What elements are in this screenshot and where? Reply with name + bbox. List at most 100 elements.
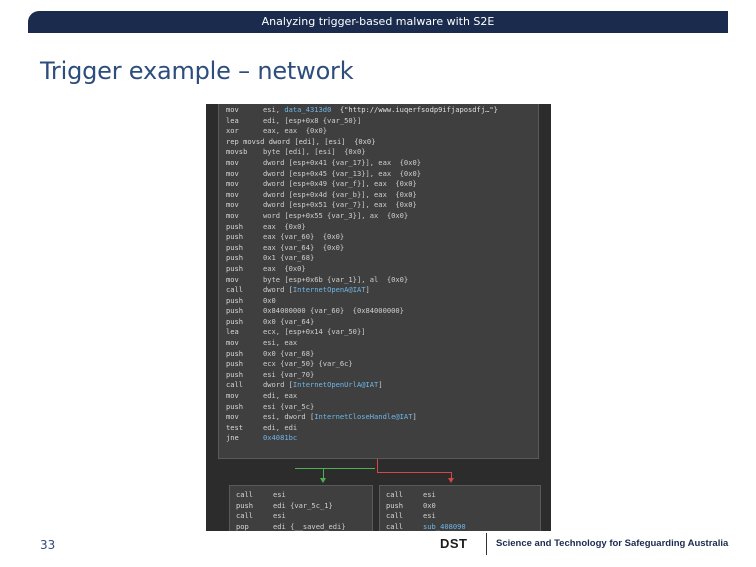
operand: dword [esp+0x51 {var_7}], eax {0x0} <box>263 200 417 210</box>
operand: 0x0 {var_64} <box>263 316 315 326</box>
operand: eax {0x0} <box>263 263 306 273</box>
mnemonic: jne <box>226 433 239 443</box>
operand: edi {__saved_edi} <box>273 521 346 531</box>
mnemonic: rep movsd dword [edi], [esi] {0x0} <box>226 136 376 146</box>
footer-organisation: Science and Technology for Safeguarding … <box>496 538 729 549</box>
operand: esi, <box>263 105 285 114</box>
false-edge <box>377 459 378 473</box>
operand: 0x0 <box>423 500 436 510</box>
mnemonic: push <box>236 500 254 510</box>
operand: ] <box>412 412 417 422</box>
code-line: lea ecx, [esp+0x14 {var_50}] <box>226 327 538 338</box>
page-number: 33 <box>40 538 56 552</box>
operand: dword [esp+0x49 {var_f}], eax {0x0} <box>263 179 417 189</box>
slide-title: Trigger example – network <box>40 57 354 85</box>
operand: edi, eax <box>263 391 298 401</box>
code-line: call esi <box>386 511 540 522</box>
mnemonic: push <box>226 221 244 231</box>
operand: esi <box>423 511 436 521</box>
operand: ] <box>378 380 383 390</box>
operand: sub_408090 <box>423 521 466 531</box>
operand: ecx {var_50} {var_6c} <box>263 359 353 369</box>
code-line: call sub_408090 <box>386 522 540 531</box>
operand: esi <box>273 490 286 499</box>
code-line: call esi <box>236 511 372 522</box>
mnemonic: call <box>236 511 254 521</box>
operand: 0x0 <box>263 295 276 305</box>
code-line: pop edi {__saved_edi} <box>236 522 372 531</box>
false-edge-down <box>451 472 452 481</box>
mnemonic: call <box>386 511 404 521</box>
mnemonic: mov <box>226 179 239 189</box>
operand: edi, [esp+0x8 {var_50}] <box>263 115 362 125</box>
mnemonic: lea <box>226 327 239 337</box>
operand: ] <box>365 285 370 295</box>
code-line: mov dword [esp+0x49 {var_f}], eax {0x0} <box>226 179 538 190</box>
operand: eax {var_60} {0x0} <box>263 232 345 242</box>
mnemonic: push <box>226 242 244 252</box>
dst-logo: DST <box>440 536 468 551</box>
operand: ecx, [esp+0x14 {var_50}] <box>263 327 366 337</box>
mnemonic: xor <box>226 126 239 136</box>
mnemonic: push <box>226 306 244 316</box>
operand: 0x0 {var_68} <box>263 348 315 358</box>
false-edge-horizontal <box>377 472 452 473</box>
false-edge-arrow <box>448 478 454 483</box>
code-line: push eax {var_64} {0x0} <box>226 243 538 254</box>
operand: data_4313d0 <box>284 105 332 114</box>
code-line: push eax {var_60} {0x0} <box>226 232 538 243</box>
code-line: push 0x0 <box>226 296 538 307</box>
operand: dword [ <box>263 285 293 295</box>
true-edge-down <box>323 468 324 481</box>
operand: esi, dword [ <box>263 412 315 422</box>
operand: esi {var_70} <box>263 369 315 379</box>
operand: eax {var_64} {0x0} <box>263 242 345 252</box>
mnemonic: push <box>226 263 244 273</box>
operand: dword [ <box>263 380 293 390</box>
mnemonic: push <box>226 232 244 242</box>
code-line: mov dword [esp+0x45 {var_13}], eax {0x0} <box>226 169 538 180</box>
mnemonic: mov <box>226 274 239 284</box>
mnemonic: mov <box>226 105 239 114</box>
operand: esi <box>423 490 436 499</box>
operand: dword [esp+0x45 {var_13}], eax {0x0} <box>263 168 422 178</box>
mnemonic: mov <box>226 168 239 178</box>
operand: dword [esp+0x41 {var_17}], eax {0x0} <box>263 157 422 167</box>
code-line: push eax {0x0} <box>226 264 538 275</box>
mnemonic: movsb <box>226 147 248 157</box>
operand: esi {var_5c} <box>263 401 315 411</box>
operand: esi <box>273 511 286 521</box>
mnemonic: push <box>386 500 404 510</box>
mnemonic: push <box>226 253 244 263</box>
code-line: push 0x0 <box>386 501 540 512</box>
operand: dword [esp+0x4d {var_b}], eax {0x0} <box>263 189 417 199</box>
mnemonic: mov <box>226 391 239 401</box>
mnemonic: call <box>386 521 404 531</box>
mnemonic: push <box>226 369 244 379</box>
mnemonic: pop <box>236 521 249 531</box>
mnemonic: push <box>226 295 244 305</box>
code-line: rep movsd dword [edi], [esi] {0x0} <box>226 137 538 148</box>
